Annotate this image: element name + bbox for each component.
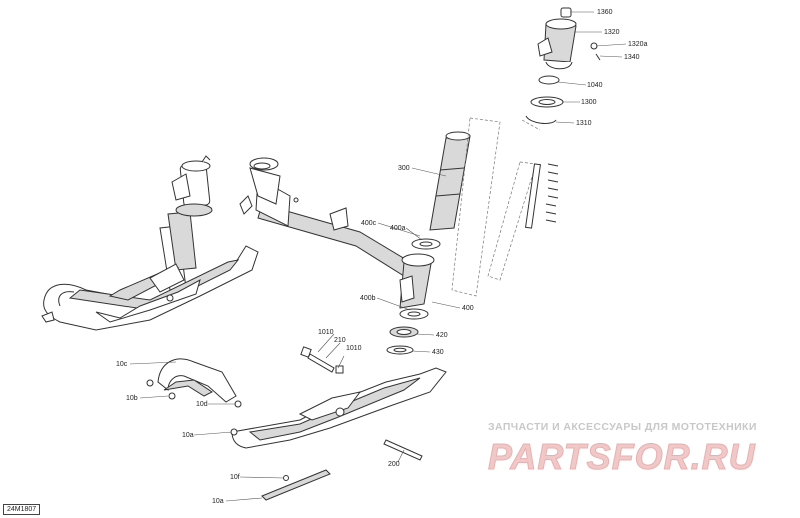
callout-1310: 1310 — [576, 120, 592, 127]
callout-200: 200 — [388, 461, 400, 468]
callout-10f: 10f — [230, 474, 240, 481]
callout-430: 430 — [432, 349, 444, 356]
callout-10c: 10c — [116, 361, 128, 368]
callout-400a: 400a — [390, 225, 406, 232]
callout-10a-lower: 10a — [212, 498, 224, 505]
watermark-logo-text: PARTSFOR.RU — [488, 436, 756, 477]
spindle-axle — [239, 157, 435, 309]
callout-1320: 1320 — [604, 29, 620, 36]
callout-1010-lower: 1010 — [346, 345, 362, 352]
watermark-tagline: ЗАПЧАСТИ И АКСЕССУАРЫ ДЛЯ МОТОТЕХНИКИ — [488, 421, 757, 433]
ghost-shock-outline — [451, 117, 541, 297]
drawing-code: 24M1807 — [3, 504, 41, 515]
callout-300: 300 — [398, 165, 410, 172]
shock-tube-300 — [429, 131, 471, 231]
callout-1040: 1040 — [587, 82, 603, 89]
callout-1360: 1360 — [597, 9, 613, 16]
bushings-420-430 — [386, 326, 419, 355]
callout-420: 420 — [436, 332, 448, 339]
leader-lines — [129, 11, 627, 502]
callout-1300: 1300 — [581, 99, 597, 106]
callout-10b: 10b — [126, 395, 138, 402]
callout-1340: 1340 — [624, 54, 640, 61]
callout-10a-upper: 10a — [182, 432, 194, 439]
callout-400b: 400b — [360, 295, 376, 302]
callout-400: 400 — [462, 305, 474, 312]
callout-labels: 1360 1320 1320a 1340 1040 1300 1310 300 … — [116, 9, 648, 505]
assembled-ski-left — [41, 155, 259, 331]
watermark-logo: PARTSFOR.RU — [488, 436, 756, 478]
exploded-ski-bottom — [146, 346, 447, 501]
callout-1010-upper: 1010 — [318, 329, 334, 336]
washers-400 — [399, 238, 441, 320]
callout-400c: 400c — [361, 220, 377, 227]
callout-210: 210 — [334, 337, 346, 344]
callout-1320a: 1320a — [628, 41, 648, 48]
callout-10d: 10d — [196, 401, 208, 408]
shock-top-parts — [525, 7, 601, 229]
